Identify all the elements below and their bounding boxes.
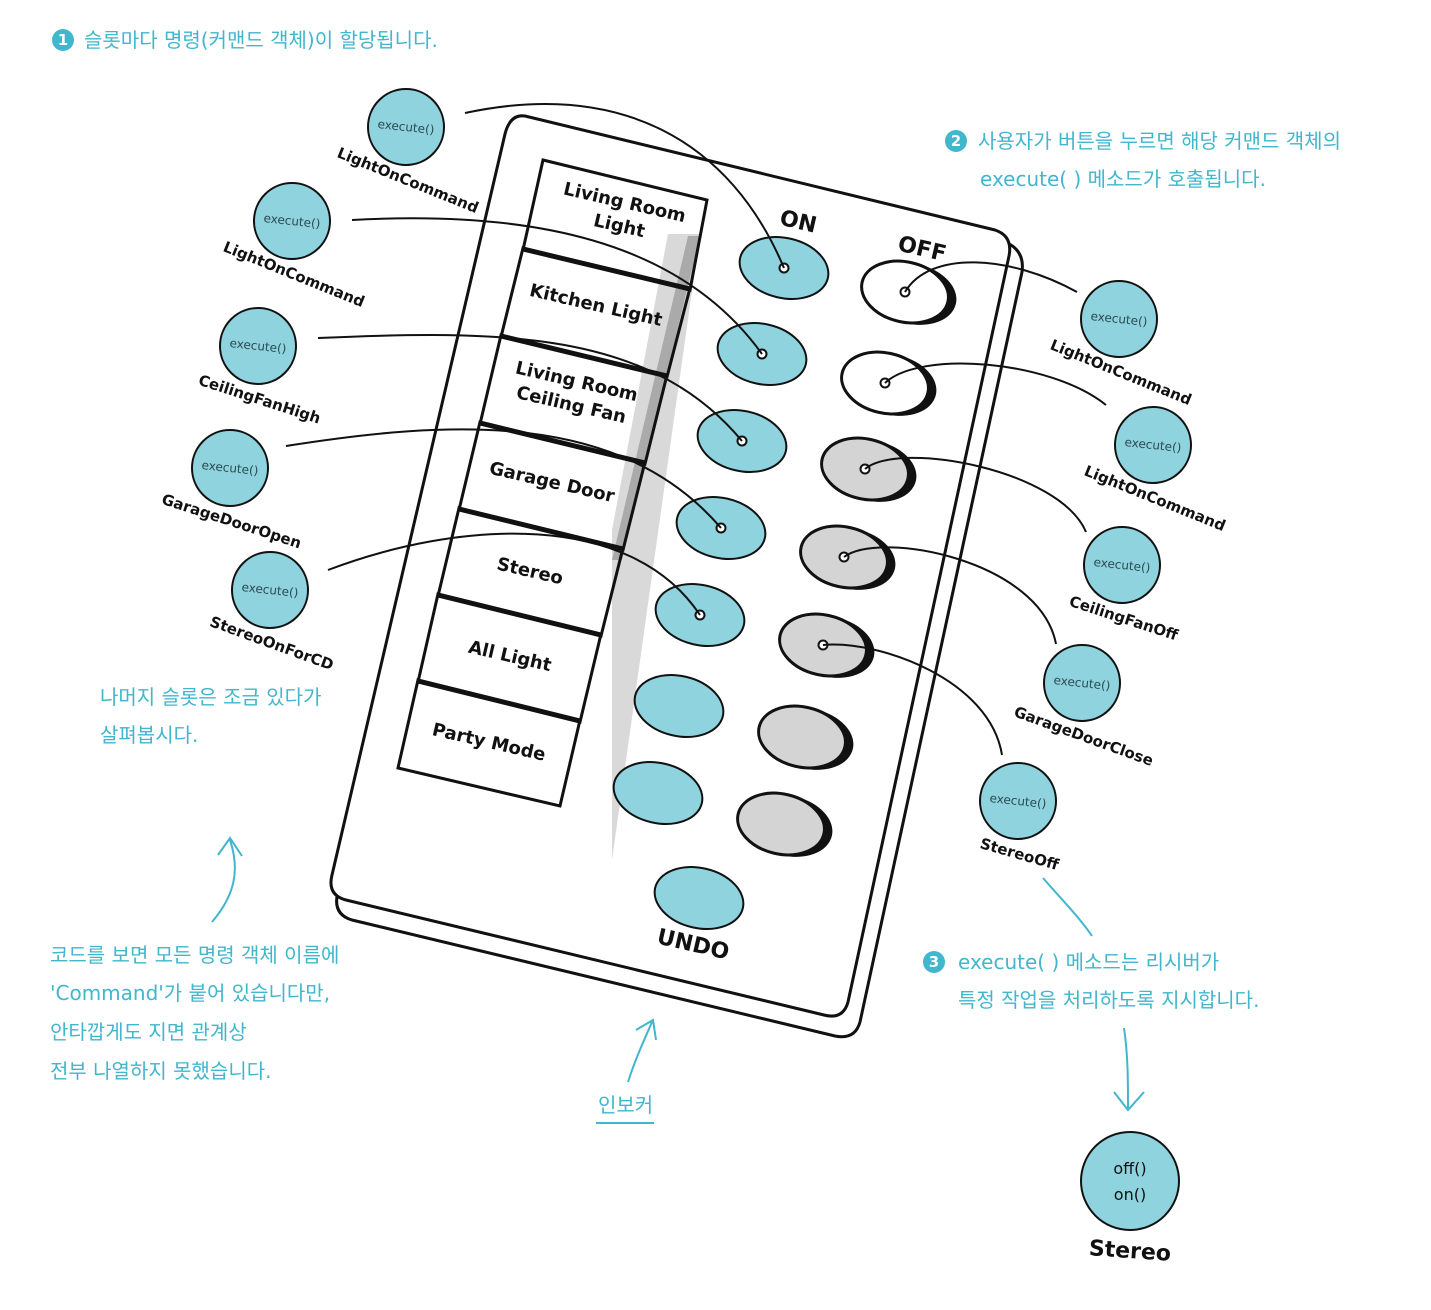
note-2-number: 2 [951,132,961,150]
stereo-method-off: off() [1113,1159,1146,1178]
off-command-3: execute()CeilingFanOff [1067,526,1181,645]
note-2-line-2: execute( ) 메소드가 호출됩니다. [980,167,1266,191]
arrow-up-to-invoker [627,1018,657,1083]
invoker-label-group: 인보커 [596,1093,654,1124]
stereo-receiver-circle [1080,1131,1180,1231]
on-command-method-5: execute() [241,580,299,600]
off-command-circle-1 [1080,280,1158,358]
on-command-1: execute()LightOnCommand [335,88,481,217]
on-command-4: execute()GarageDoorOpen [159,429,304,552]
note-3: 3 execute( ) 메소드는 리시버가 특정 작업을 처리하도록 지시합니… [923,950,1259,1012]
on-command-circle-5 [231,551,309,629]
note-3-number-badge [923,951,945,973]
on-wire-3 [317,333,743,442]
note-2: 2 사용자가 버튼을 누르면 해당 커맨드 객체의 execute( ) 메소드… [945,129,1341,191]
undo-button[interactable] [648,859,749,938]
stereo-method-on: on() [1114,1185,1146,1204]
stereo-receiver-name: Stereo [1088,1236,1172,1267]
on-command-method-2: execute() [263,211,321,231]
note-1-text: 슬롯마다 명령(커맨드 객체)이 할당됩니다. [84,28,438,52]
note-1-number-badge [52,29,74,51]
on-wire-1 [464,103,785,269]
on-command-circle-3 [219,307,297,385]
remaining-slots-note: 나머지 슬롯은 조금 있다가 살펴봅시다. [100,685,321,747]
off-button-slot-7[interactable] [731,785,830,863]
on-command-circle-1 [367,88,445,166]
off-wire-1 [904,261,1078,293]
off-wire-5 [822,643,1003,756]
off-command-4: execute()GarageDoorClose [1012,644,1156,770]
on-wire-2 [351,217,763,355]
off-command-1: execute()LightOnCommand [1048,280,1194,409]
code-note: 코드를 보면 모든 명령 객체 이름에 'Command'가 붙어 있습니다만,… [50,943,339,1083]
on-command-method-3: execute() [229,336,287,356]
on-command-method-1: execute() [377,117,435,137]
arrow-stereo-off-to-note-3 [1042,877,1093,937]
code-note-line-3: 안타깝게도 지면 관계상 [50,1020,247,1044]
arrow-up-to-remaining-note [211,836,243,923]
code-note-line-2: 'Command'가 붙어 있습니다만, [50,981,330,1005]
on-command-circle-2 [253,182,331,260]
note-1-number: 1 [58,31,68,49]
off-command-method-1: execute() [1090,309,1148,329]
on-command-3: execute()CeilingFanHigh [196,307,323,427]
code-note-line-1: 코드를 보면 모든 명령 객체 이름에 [50,943,339,967]
on-command-circle-4 [191,429,269,507]
off-wire-2 [884,362,1107,406]
note-3-line-2: 특정 작업을 처리하도록 지시합니다. [958,988,1259,1012]
remaining-note-line-2: 살펴봅시다. [100,723,198,747]
note-3-number: 3 [929,953,939,971]
on-button-slot-6[interactable] [628,667,729,746]
off-wire-3 [864,456,1087,533]
invoker-label: 인보커 [598,1093,653,1117]
off-wire-4 [843,546,1057,645]
off-command-5: execute() StereoOff [978,762,1062,874]
off-command-objects: execute()LightOnCommandexecute()LightOnC… [978,280,1228,874]
off-command-circle-4 [1043,644,1121,722]
off-command-name-5: StereoOff [978,834,1062,874]
wires [285,103,1107,756]
stereo-receiver: off() on() Stereo [1080,1131,1180,1267]
on-command-5: execute()StereoOnForCD [207,551,336,674]
on-command-2: execute()LightOnCommand [221,182,367,311]
off-command-circle-3 [1083,526,1161,604]
off-command-circle-2 [1114,406,1192,484]
off-command-method-5: execute() [989,791,1047,811]
off-command-method-4: execute() [1053,673,1111,693]
button-grid [607,236,957,863]
off-command-2: execute()LightOnCommand [1082,406,1228,535]
arrow-down-to-stereo [1113,1027,1145,1112]
off-command-method-3: execute() [1093,555,1151,575]
note-1: 1 슬롯마다 명령(커맨드 객체)이 할당됩니다. [52,28,438,52]
on-button-slot-7[interactable] [607,754,708,833]
on-wire-5 [327,532,701,616]
off-button-slot-6[interactable] [752,698,851,776]
remaining-note-line-1: 나머지 슬롯은 조금 있다가 [100,685,321,709]
slot-box-7 [396,678,582,808]
off-command-circle-5 [979,762,1057,840]
note-3-line-1: execute( ) 메소드는 리시버가 [958,950,1219,974]
slot-panel-shadow-strip [612,236,700,560]
off-command-method-2: execute() [1124,435,1182,455]
on-command-method-4: execute() [201,458,259,478]
code-note-line-4: 전부 나열하지 못했습니다. [50,1059,271,1083]
on-wire-4 [285,428,722,529]
note-2-number-badge [945,130,967,152]
note-2-line-1: 사용자가 버튼을 누르면 해당 커맨드 객체의 [978,129,1341,153]
